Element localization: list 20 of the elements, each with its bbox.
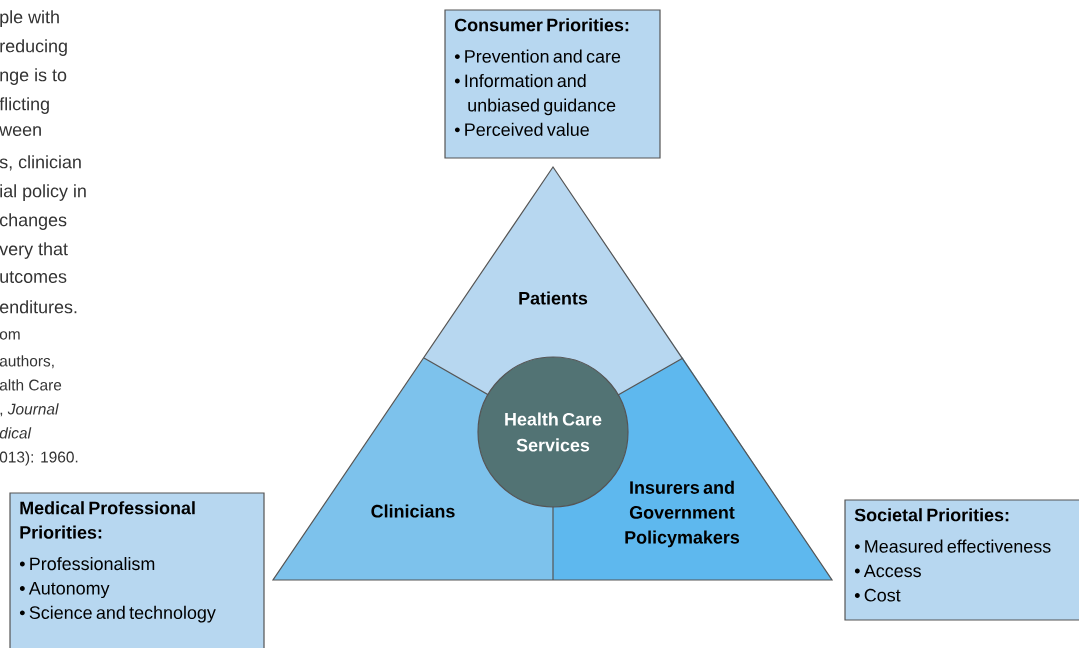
side-text: flicting <box>0 97 49 114</box>
priority-box: Consumer Priorities: • Prevention and care • Information and unbiased guidance • Perceived value <box>444 9 661 159</box>
side-text: ial policy in <box>0 184 86 201</box>
side-text: dical <box>0 427 32 439</box>
side-text: changes <box>0 213 67 230</box>
side-text: ween <box>0 126 41 136</box>
priority-box: Medical Professional Priorities: • Professionalism • Autonomy • Science and technology <box>9 492 265 648</box>
side-text: utcomes <box>0 271 67 283</box>
side-text: enditures. <box>0 300 77 314</box>
priority-box: Societal Priorities: • Measured effectiveness • Access • Cost <box>844 499 1079 621</box>
side-text: nge is to <box>0 68 67 85</box>
side-text: , Journal <box>0 403 59 417</box>
side-text: om <box>0 331 20 340</box>
side-text: alth Care <box>0 379 62 391</box>
side-text: very that <box>0 242 68 259</box>
side-text: 013): 1960. <box>0 451 78 466</box>
side-text: authors, <box>0 355 54 369</box>
side-text: ple with <box>0 10 59 27</box>
side-text: reducing <box>0 39 67 56</box>
side-text: s, clinician <box>0 155 81 171</box>
